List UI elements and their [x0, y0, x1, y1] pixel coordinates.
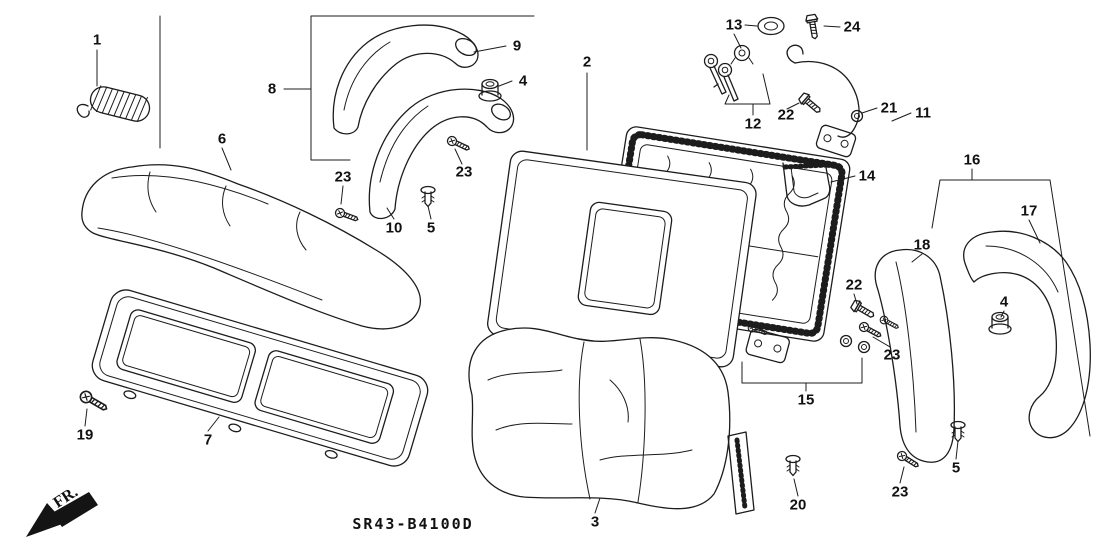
lock-rod-assembly: [786, 44, 860, 158]
part-number-label-9-1: 9: [512, 37, 522, 55]
part-number-label-5-26: 5: [951, 459, 961, 477]
screw-19: [77, 388, 111, 415]
part-number-label-18-19: 18: [913, 236, 931, 254]
seat-cushion-frame: [91, 289, 429, 467]
part-number-label-10-16: 10: [385, 219, 403, 237]
side-bolster-outer: [963, 230, 1091, 439]
part-number-label-21-8: 21: [880, 99, 898, 117]
part-number-label-13-4: 13: [725, 16, 743, 34]
screw-23: [445, 134, 472, 154]
part-number-label-4-21: 4: [999, 293, 1009, 311]
trim-tube-lower: [368, 88, 515, 220]
part-number-label-1-0: 1: [92, 31, 102, 49]
fr-direction-arrow: [26, 492, 98, 537]
bolt-22: [796, 90, 825, 117]
part-number-label-8-6: 8: [267, 80, 277, 98]
part-number-label-16-15: 16: [963, 151, 981, 169]
part-number-label-11-9: 11: [915, 104, 931, 122]
part-number-label-22-20: 22: [845, 276, 863, 294]
part-number-label-23-12: 23: [334, 168, 352, 186]
leader-lines: [84, 15, 1091, 514]
seat-spring: [76, 85, 151, 123]
part-number-label-23-13: 23: [455, 163, 473, 181]
seat-back-cover: [468, 327, 755, 515]
clip-20: [785, 454, 801, 477]
seat-back-panel: [487, 150, 757, 368]
part-number-label-5-17: 5: [426, 219, 436, 237]
grommet-4: [988, 311, 1012, 335]
bolt-22: [849, 298, 878, 322]
part-number-label-19-24: 19: [76, 426, 94, 444]
part-number-label-23-22: 23: [883, 346, 901, 364]
seat-cushion: [81, 164, 421, 330]
washer: [839, 334, 853, 348]
washer: [857, 340, 871, 354]
part-number-label-22-7: 22: [777, 106, 795, 124]
part-number-label-12-10: 12: [744, 115, 762, 133]
part-number-label-20-28: 20: [789, 496, 807, 514]
screw-23: [857, 320, 884, 341]
washer-21: [850, 109, 864, 123]
part-number-label-14-14: 14: [858, 167, 876, 185]
striker-bracket: [782, 161, 831, 207]
part-number-label-4-2: 4: [518, 72, 528, 90]
bolt-24: [804, 13, 822, 41]
clip-5: [420, 185, 436, 208]
part-number-label-24-5: 24: [843, 18, 861, 36]
part-number-label-15-23: 15: [797, 391, 815, 409]
part-number-label-7-25: 7: [203, 431, 213, 449]
part-number-label-3-29: 3: [590, 513, 600, 531]
mounting-plate: [745, 328, 790, 364]
part-number-label-2-3: 2: [582, 53, 592, 71]
part-number-label-23-27: 23: [891, 483, 909, 501]
diagram-code: SR43-B4100D: [352, 515, 474, 533]
part-number-label-6-11: 6: [217, 130, 227, 148]
lock-and-keys: [703, 16, 785, 102]
screw-23: [333, 206, 361, 225]
part-number-label-17-18: 17: [1020, 202, 1038, 220]
